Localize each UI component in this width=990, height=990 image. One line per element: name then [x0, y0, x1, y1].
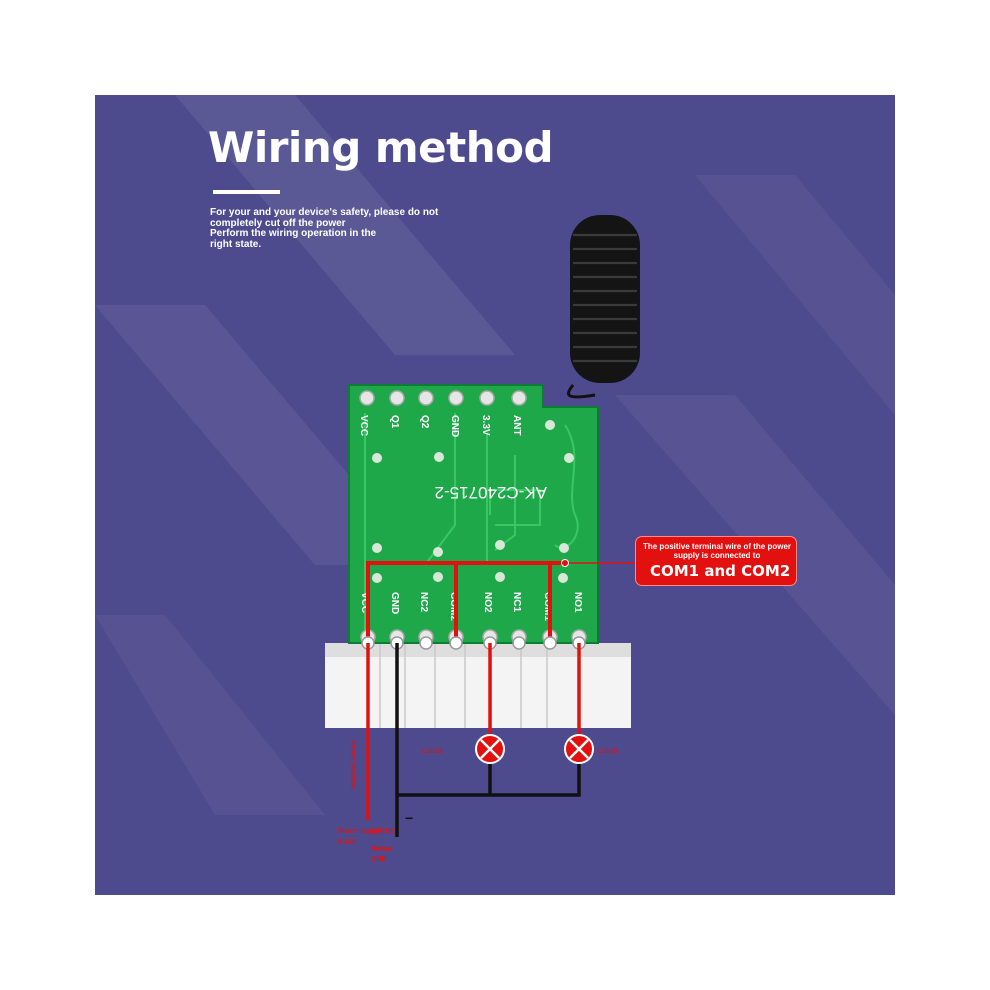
pin-label-gnd: GND: [389, 592, 400, 614]
ground-line-1: Power: [371, 846, 392, 853]
safety-note: For your and your device's safety, pleas…: [210, 207, 480, 250]
load-wires: [366, 643, 581, 820]
safety-note-line-4: right state.: [210, 238, 262, 250]
ground-label: Power GND: [371, 846, 394, 863]
product-image-panel: Wiring method For your and your device's…: [95, 95, 895, 895]
wiring-diagram: VCC Q1 Q2 GND 3.3V ANT AK-C240715-2 VCC …: [325, 215, 640, 863]
ground-line-2: GND: [371, 856, 387, 863]
power-supply-line-1: Power supply DC: [338, 828, 396, 835]
terminal-block: [325, 643, 631, 728]
title-underline: [213, 190, 280, 194]
pin-label-q1: Q1: [389, 415, 400, 429]
negative-sign: −: [405, 810, 413, 826]
pin-label-ant: ANT: [511, 415, 522, 436]
pin-label-com2: COM2: [448, 592, 459, 621]
pin-label-com1: COM1: [542, 592, 553, 621]
safety-note-line-3: Perform the wiring operation in the: [210, 228, 377, 239]
power-supply-line-2: 5-12V: [338, 839, 357, 846]
receiver-pcb: VCC Q1 Q2 GND 3.3V ANT AK-C240715-2 VCC …: [348, 384, 599, 645]
load2-label: Load2: [422, 748, 443, 755]
callout-description: The positive terminal wire of the power …: [642, 542, 792, 560]
ground-wire: [395, 643, 581, 837]
pin-label-nc2: NC2: [418, 592, 429, 612]
load1-lamp-icon: [564, 734, 594, 764]
pin-label-gnd-top: GND: [449, 415, 460, 437]
pin-label-q2: Q2: [419, 415, 430, 429]
pin-label-3v3: 3.3V: [480, 415, 491, 436]
load2-lamp-icon: [475, 734, 505, 764]
pin-label-no1: NO1: [572, 592, 583, 613]
com-callout: The positive terminal wire of the power …: [635, 536, 797, 586]
page-title: Wiring method: [208, 123, 554, 172]
power-supply-label: Power supply DC 5-12V: [338, 828, 398, 846]
pin-label-nc1: NC1: [511, 592, 522, 612]
pin-label-vcc-top: VCC: [358, 415, 369, 436]
safety-note-line-1: For your and your device's safety, pleas…: [210, 207, 439, 218]
callout-target: COM1 and COM2: [650, 562, 791, 580]
board-model-number: AK-C240715-2: [435, 483, 547, 502]
pin-label-vcc: VCC: [359, 592, 370, 613]
load1-label: Load1: [598, 748, 619, 755]
callout-leader: [561, 559, 635, 567]
pin-label-no2: NO2: [482, 592, 493, 613]
antenna-icon: [567, 215, 640, 399]
positive-terminal-label: Power positive: [349, 740, 356, 790]
safety-note-line-2: completely cut off the power: [210, 217, 346, 229]
